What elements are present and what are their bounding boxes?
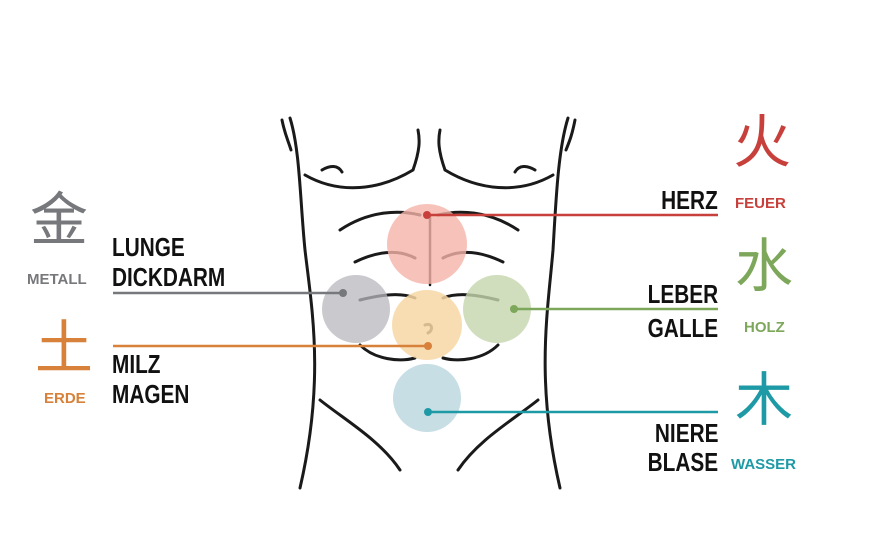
organ-label-galle: GALLE [647, 313, 718, 343]
earth-glyph: 土 [35, 314, 94, 382]
organ-label-blase: BLASE [647, 447, 719, 477]
fire-element-label: FEUER [735, 195, 786, 212]
organ-label-milz: MILZ [112, 349, 161, 379]
organ-label-magen: MAGEN [112, 379, 190, 409]
organ-label-leber: LEBER [647, 279, 719, 309]
organ-label-lunge: LUNGE [112, 232, 185, 262]
metal-glyph: 金 [30, 186, 89, 254]
organ-label-herz: HERZ [661, 185, 718, 215]
water-zone-circle [393, 364, 461, 432]
water-element-label: WASSER [731, 456, 797, 473]
earth-zone-circle [392, 290, 462, 360]
metal-element-label: METALL [27, 271, 87, 288]
metal-zone-circle [322, 275, 390, 343]
fire-glyph: 火 [733, 108, 792, 176]
organ-label-dickdarm: DICKDARM [112, 262, 226, 292]
wood-glyph: 水 [735, 232, 794, 300]
organ-label-niere: NIERE [654, 418, 718, 448]
wood-zone-circle [463, 275, 531, 343]
water-glyph: 木 [735, 366, 794, 434]
wood-element-label: HOLZ [744, 319, 785, 336]
earth-element-label: ERDE [44, 390, 86, 407]
fire-zone-circle [387, 204, 467, 284]
